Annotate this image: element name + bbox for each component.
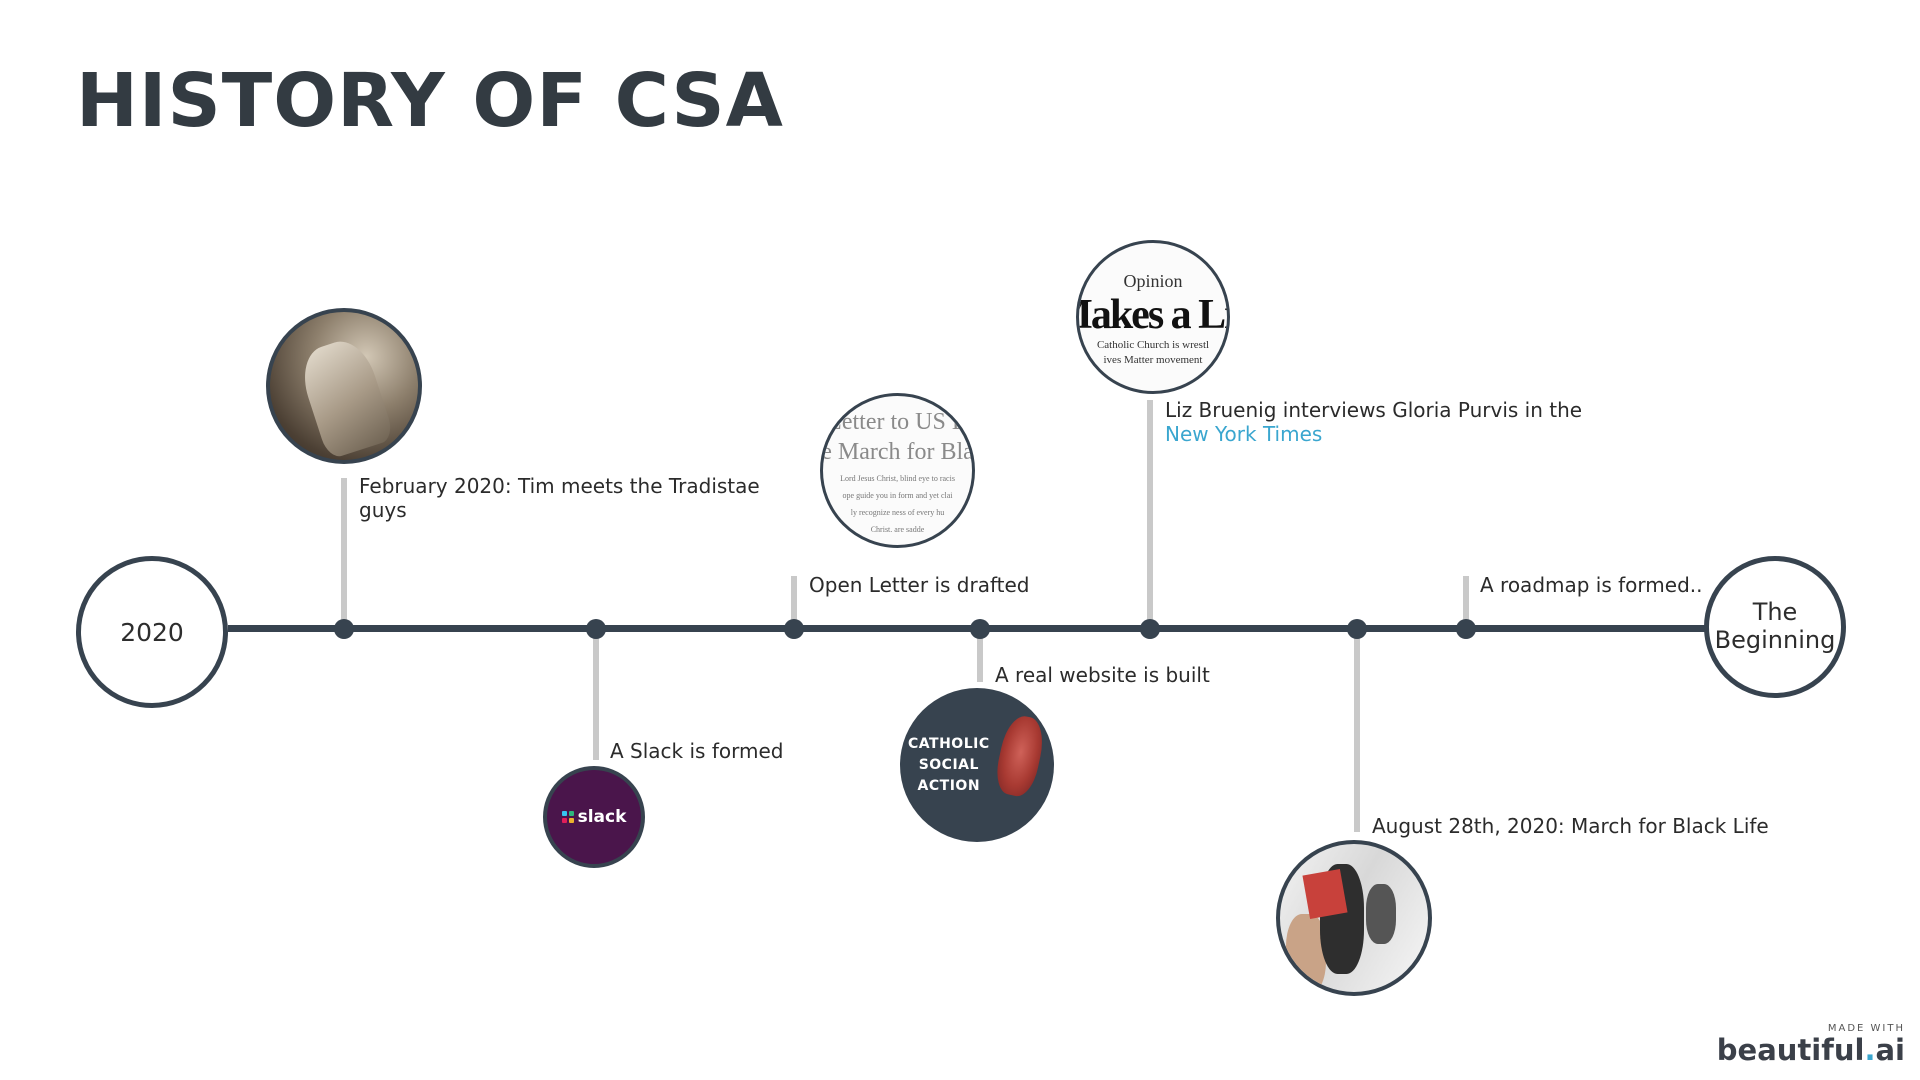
clipping-line-2: e March for Bla: [821, 438, 974, 465]
clipping-line-1: Letter to US B: [827, 408, 968, 435]
slack-logo: slack: [543, 766, 645, 868]
event-stem: [1147, 400, 1153, 626]
brand-dot: .: [1864, 1033, 1876, 1067]
event-dot: [1347, 619, 1367, 639]
event-label: February 2020: Tim meets the Tradistae g…: [359, 474, 779, 522]
clipping-small-4: Christ. are sadde: [870, 524, 925, 534]
event-text-march: August 28th, 2020: March for Black Life: [1372, 814, 1769, 838]
clipping-opinion: Opinion: [1123, 270, 1183, 291]
timeline-end-circle: The Beginning: [1704, 556, 1846, 698]
slack-wordmark: slack: [577, 807, 627, 827]
clipping-small-2: ope guide you in form and yet clai: [842, 490, 953, 500]
event-label: A Slack is formed: [610, 739, 783, 763]
event-text-feb-2020: February 2020: Tim meets the Tradistae g…: [359, 474, 760, 522]
clipping-small-1: Lord Jesus Christ, blind eye to racis: [840, 473, 955, 483]
event-stem: [1463, 576, 1469, 626]
event-label: A roadmap is formed..: [1480, 573, 1702, 597]
timeline-start-circle: 2020: [76, 556, 228, 708]
page-title: HISTORY OF CSA: [76, 58, 784, 144]
open-letter-clipping: Letter to US B e March for Bla Lord Jesu…: [820, 393, 975, 548]
event-dot: [1140, 619, 1160, 639]
brand-end: ai: [1875, 1033, 1905, 1067]
event-text-slack: A Slack is formed: [610, 739, 784, 763]
event-label: Liz Bruenig interviews Gloria Purvis in …: [1165, 398, 1582, 446]
event-label: August 28th, 2020: March for Black Life: [1372, 814, 1769, 838]
clipping-small-3: ly recognize ness of every hu: [850, 507, 945, 517]
clipping-headline: Makes a Lia: [1079, 291, 1227, 338]
csa-logo-line-3: ACTION: [917, 777, 981, 794]
made-with-text: MADE WITH: [1827, 1023, 1905, 1034]
clipping-sub-1: Catholic Church is wrestl: [1096, 338, 1210, 351]
slack-icon: [561, 811, 574, 823]
clipping-sub-2: ives Matter movement: [1103, 353, 1203, 366]
protest-photo: [1276, 840, 1432, 996]
brand-main: beautiful: [1716, 1033, 1865, 1067]
event-text-website: A real website is built: [995, 663, 1210, 687]
event-label: A real website is built: [995, 663, 1210, 687]
csa-logo: CATHOLIC SOCIAL ACTION: [900, 688, 1054, 842]
event-text-nyt: Liz Bruenig interviews Gloria Purvis in …: [1165, 398, 1583, 422]
event-stem: [1354, 628, 1360, 832]
event-dot: [1456, 619, 1476, 639]
event-dot: [970, 619, 990, 639]
heart-icon: [992, 712, 1048, 800]
csa-logo-line-2: SOCIAL: [918, 756, 979, 773]
csa-logo-line-1: CATHOLIC: [908, 735, 990, 752]
timeline-start-label: 2020: [120, 617, 184, 647]
event-text-roadmap: A roadmap is formed..: [1480, 573, 1703, 597]
event-dot: [586, 619, 606, 639]
event-stem: [593, 628, 599, 760]
timeline-line: [228, 625, 1710, 632]
nyt-link[interactable]: New York Times: [1165, 422, 1323, 446]
event-dot: [334, 619, 354, 639]
event-text-open-letter: Open Letter is drafted: [809, 573, 1030, 597]
nyt-clipping: Opinion Makes a Lia Catholic Church is w…: [1076, 240, 1230, 394]
timeline-end-label: The Beginning: [1714, 598, 1836, 654]
event-label: Open Letter is drafted: [809, 573, 1029, 597]
event-stem: [341, 478, 347, 626]
brand-logo: beautiful.ai: [1717, 1034, 1905, 1066]
event-dot: [784, 619, 804, 639]
event-stem: [977, 628, 983, 682]
beautiful-ai-watermark[interactable]: MADE WITH beautiful.ai: [1717, 1023, 1905, 1066]
statue-photo: [266, 308, 422, 464]
event-stem: [791, 576, 797, 626]
